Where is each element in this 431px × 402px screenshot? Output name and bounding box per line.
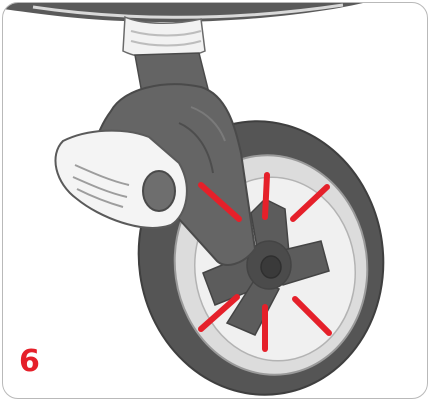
socket-clip [123,17,205,59]
instruction-panel: 6 [2,2,428,399]
stroller-frame [3,3,363,22]
step-number: 6 [19,347,40,377]
stroller-wheel-illustration [3,3,428,399]
